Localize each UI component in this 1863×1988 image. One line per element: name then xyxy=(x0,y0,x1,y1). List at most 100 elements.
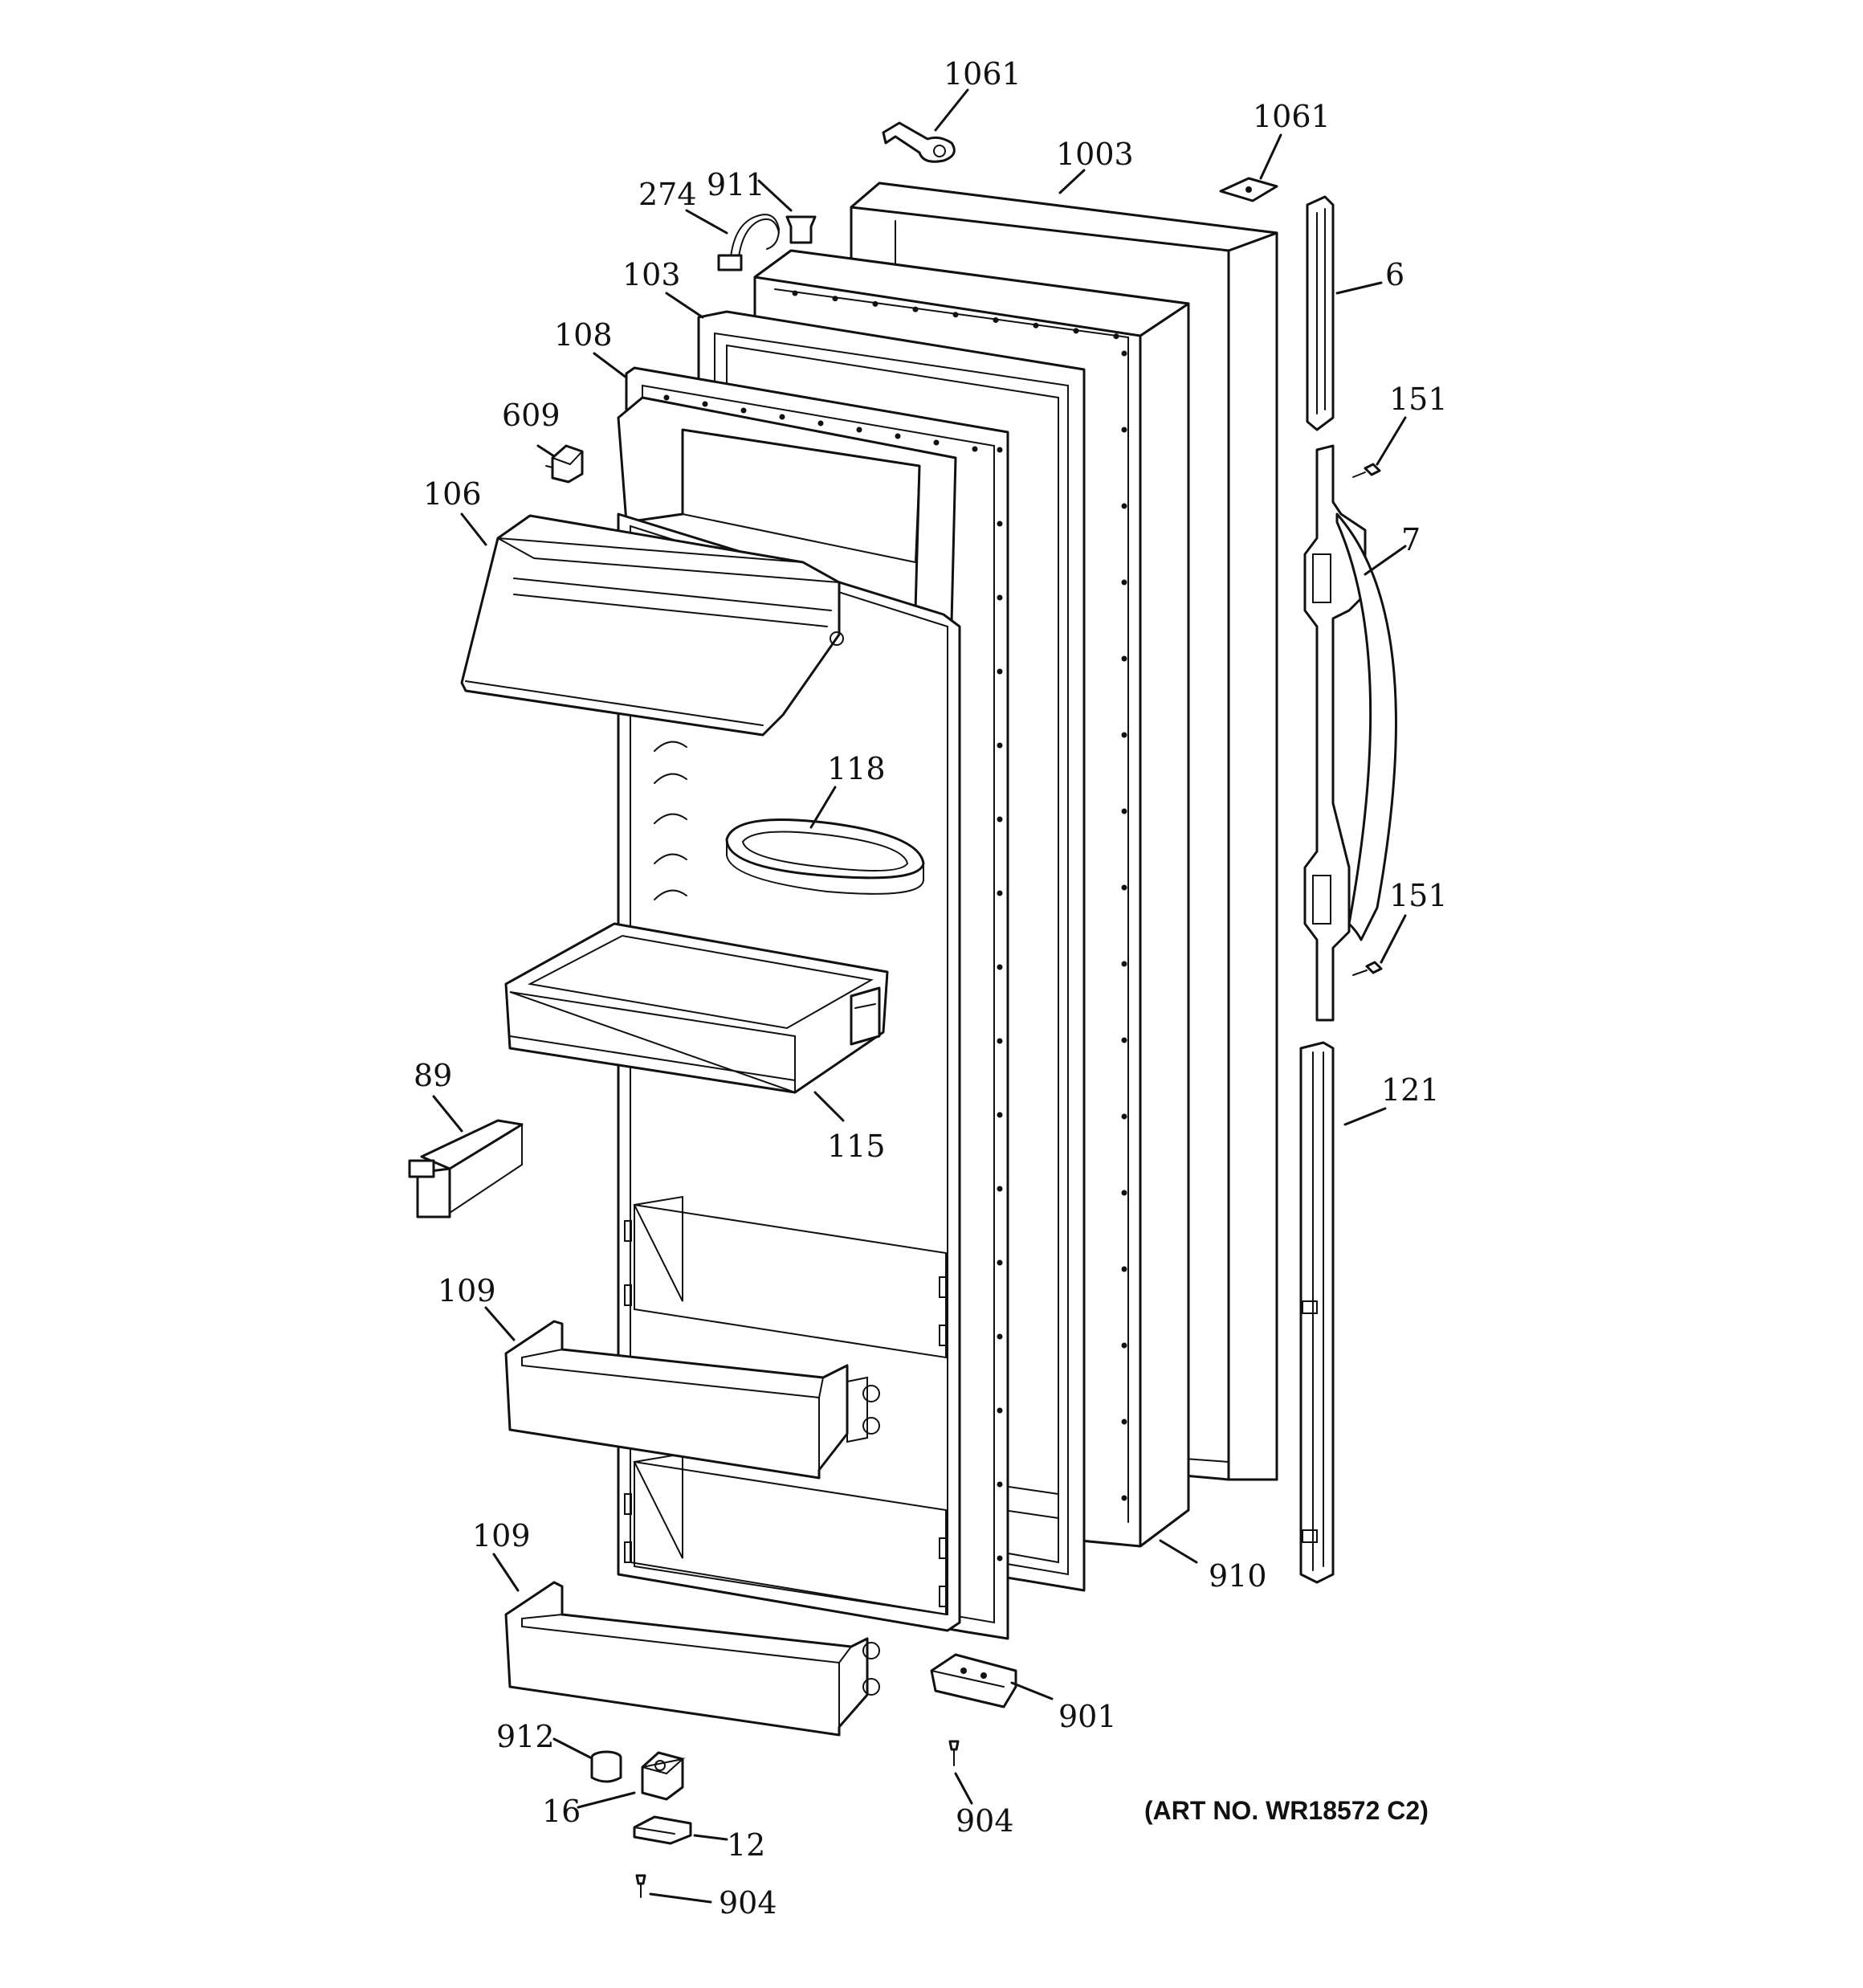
leader-lines xyxy=(432,88,1407,1904)
screw-hole-dot xyxy=(1121,1266,1127,1272)
hinge-pin-12 xyxy=(633,1815,692,1845)
callout-904-right: 904 xyxy=(956,1803,1014,1839)
bushing-912 xyxy=(590,1750,622,1783)
callout-16: 16 xyxy=(542,1794,581,1829)
screw-hole-dot xyxy=(1033,322,1039,329)
callout-1061-top: 1061 xyxy=(944,56,1021,92)
screw-hole-dot xyxy=(997,1407,1003,1414)
shelf-ribs xyxy=(654,741,687,900)
screw-hole-dot xyxy=(1121,808,1127,814)
callout-106: 106 xyxy=(423,476,482,512)
egg-tray-118 xyxy=(725,818,925,895)
screw-151-lower xyxy=(1352,961,1383,976)
callout-609: 609 xyxy=(502,398,561,433)
screw-hole-dot xyxy=(1121,350,1127,357)
screw-hole-dot xyxy=(1121,579,1127,586)
callout-115: 115 xyxy=(827,1129,886,1164)
screw-904-left xyxy=(635,1874,646,1898)
handle-cap-6 xyxy=(1306,195,1335,431)
callout-1003: 1003 xyxy=(1056,137,1134,172)
screw-hole-dot xyxy=(997,742,1003,749)
screw-hole-dot xyxy=(997,1481,1003,1488)
screw-hole-dot xyxy=(817,420,824,427)
screw-hole-dot xyxy=(1121,732,1127,738)
screw-hole-dot xyxy=(832,296,838,302)
screw-151-upper xyxy=(1352,463,1381,478)
screw-hole-dot xyxy=(1121,1190,1127,1196)
callout-904-left: 904 xyxy=(719,1885,777,1921)
wire-harness-274 xyxy=(717,214,781,271)
callout-118: 118 xyxy=(827,751,886,786)
screw-hole-dot xyxy=(1121,961,1127,967)
screw-hole-dot xyxy=(740,407,747,414)
screw-904-right xyxy=(948,1740,960,1766)
screw-hole-dot xyxy=(1121,655,1127,662)
screw-hole-dot xyxy=(1073,328,1079,334)
handle-trim-121 xyxy=(1299,1041,1335,1584)
callout-89: 89 xyxy=(414,1058,452,1093)
screw-hole-dot xyxy=(1121,884,1127,891)
callout-121: 121 xyxy=(1381,1072,1440,1108)
screw-hole-dot xyxy=(997,1112,1003,1118)
screw-hole-dot xyxy=(997,594,1003,601)
screw-hole-dot xyxy=(792,290,798,296)
callout-12: 12 xyxy=(727,1827,765,1863)
screw-hole-dot xyxy=(997,816,1003,823)
screw-hole-dot xyxy=(1121,427,1127,433)
screw-hole-dot xyxy=(997,668,1003,675)
screw-hole-dot xyxy=(997,964,1003,970)
callout-274: 274 xyxy=(638,177,697,212)
screw-hole-dot xyxy=(952,312,959,318)
dairy-compartment-106 xyxy=(460,514,844,737)
door-bin-109-lower xyxy=(504,1581,880,1737)
hinge-cover-901 xyxy=(930,1653,1017,1708)
screw-hole-dot xyxy=(993,317,999,323)
screw-hole-dot xyxy=(856,427,862,433)
screw-hole-dot xyxy=(1121,1342,1127,1349)
door-shelf-bin-115 xyxy=(504,922,889,1094)
screw-hole-dot xyxy=(1113,333,1119,340)
callout-109-lower: 109 xyxy=(472,1518,531,1553)
art-number: (ART NO. WR18572 C2) xyxy=(1144,1796,1429,1825)
callout-1061-right: 1061 xyxy=(1253,99,1331,134)
screw-hole-dot xyxy=(663,394,670,401)
screw-hole-dot xyxy=(1121,503,1127,509)
screw-hole-dot xyxy=(972,446,978,452)
screw-hole-dot xyxy=(779,414,785,420)
door-bin-109-upper xyxy=(504,1320,880,1480)
screw-hole-dot xyxy=(933,439,940,446)
screw-hole-dot xyxy=(997,447,1003,453)
callout-912: 912 xyxy=(496,1719,555,1754)
callout-151-upper: 151 xyxy=(1389,382,1448,417)
screw-hole-dot xyxy=(997,520,1003,527)
screw-hole-dot xyxy=(997,1259,1003,1266)
screw-hole-dot xyxy=(912,306,919,312)
callout-6: 6 xyxy=(1385,257,1404,292)
screw-hole-dot xyxy=(1121,1113,1127,1120)
door-handle-7 xyxy=(1303,444,1397,1022)
screw-hole-dot xyxy=(997,1038,1003,1044)
screw-hole-dot xyxy=(997,1555,1003,1561)
callout-910: 910 xyxy=(1209,1558,1267,1594)
screw-hole-dot xyxy=(997,890,1003,896)
hinge-16 xyxy=(641,1751,686,1801)
callout-7: 7 xyxy=(1401,522,1421,557)
hinge-cover-1061 xyxy=(1219,177,1278,202)
callout-911: 911 xyxy=(707,167,765,202)
callout-103: 103 xyxy=(622,257,681,292)
hinge-bracket-1061-top xyxy=(882,121,956,163)
screw-hole-dot xyxy=(872,300,879,307)
screw-hole-dot xyxy=(1121,1037,1127,1043)
callout-151-lower: 151 xyxy=(1389,878,1448,913)
utility-bin-89 xyxy=(408,1119,524,1219)
plug-911 xyxy=(785,215,817,244)
callout-901: 901 xyxy=(1058,1699,1117,1734)
callout-labels: 1061 1061 1003 274 911 103 6 108 151 609… xyxy=(414,56,1448,1921)
screw-hole-dot xyxy=(895,433,901,439)
switch-609 xyxy=(545,444,584,484)
screw-hole-dot xyxy=(1121,1495,1127,1501)
callout-108: 108 xyxy=(554,317,613,353)
screw-hole-dot xyxy=(1121,1419,1127,1425)
screw-hole-dot xyxy=(997,1333,1003,1340)
